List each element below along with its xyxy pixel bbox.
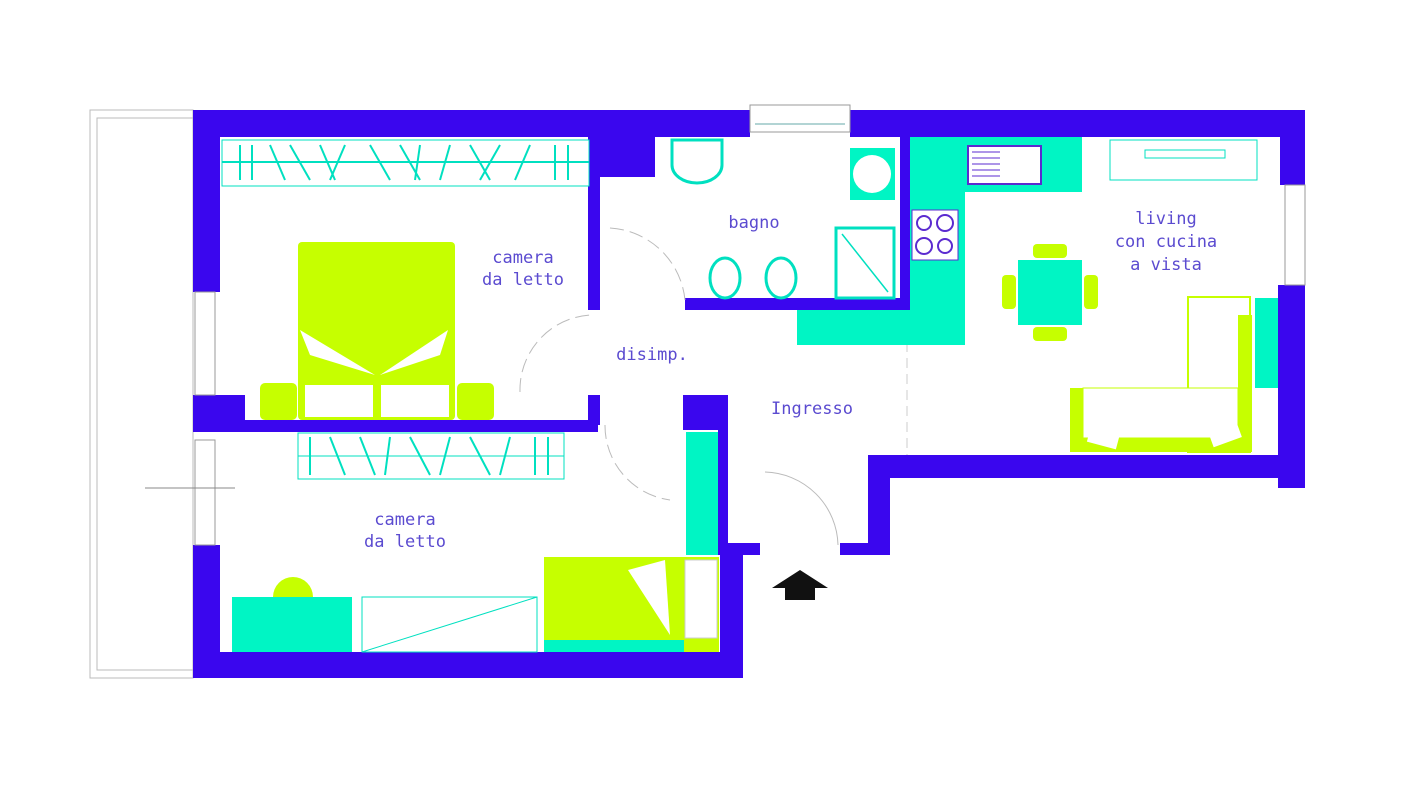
wall-right-upper xyxy=(1280,110,1305,185)
wall-bedroom1-right-upper xyxy=(588,137,600,310)
entrance-arrow-icon xyxy=(772,570,828,600)
door-bath xyxy=(609,227,686,301)
wall-bedroom2-right xyxy=(720,545,743,678)
bedroom1-furniture xyxy=(221,139,590,420)
bedroom2-furniture xyxy=(232,432,719,653)
tv-unit xyxy=(1109,139,1258,181)
wardrobe-hangers xyxy=(222,144,589,181)
door-entrance xyxy=(764,471,839,546)
wall-bath-bottom xyxy=(685,298,910,310)
balcony xyxy=(89,109,194,679)
wall-entrance-right xyxy=(868,455,890,555)
sink-icon xyxy=(670,138,724,185)
wall-top-left xyxy=(193,110,750,137)
label-bathroom: bagno xyxy=(728,213,779,233)
window-bedroom1 xyxy=(194,291,216,396)
corner-sofa xyxy=(1070,296,1252,453)
bath-cabinet xyxy=(797,310,910,345)
wall-bath-corner xyxy=(600,137,655,177)
tv-icon xyxy=(1144,149,1226,159)
closet-strip xyxy=(686,432,718,555)
door-bedroom2 xyxy=(604,424,671,501)
window-living xyxy=(1284,184,1306,286)
wall-bottom xyxy=(193,652,743,678)
wall-left-upper xyxy=(193,110,220,292)
door-bedroom1 xyxy=(519,314,591,393)
bed-footboard-right xyxy=(381,385,449,417)
window-bath xyxy=(749,104,851,133)
windows xyxy=(194,104,1306,546)
wall-entrance-left-jamb xyxy=(728,543,760,555)
bathroom-fixtures xyxy=(670,138,896,300)
pillow xyxy=(628,560,670,635)
label-hallway: disimp. xyxy=(616,345,688,365)
desk xyxy=(232,597,352,652)
wall-living-bottom xyxy=(868,455,1305,478)
wall-bath-right xyxy=(900,137,910,310)
wall-bedroom-divider-long xyxy=(193,420,598,432)
wall-right-lower xyxy=(1278,285,1305,488)
cabinet-right xyxy=(1255,298,1278,388)
shower-icon xyxy=(834,226,896,300)
bed-footboard-left xyxy=(305,385,373,417)
nightstand-left xyxy=(260,383,297,420)
kitchen-living-furniture xyxy=(797,137,1278,453)
wall-top-right xyxy=(850,110,1305,137)
toilet-icon xyxy=(764,256,798,300)
walls xyxy=(193,110,1305,678)
wall-closet-block xyxy=(683,395,723,430)
wall-entrance-left xyxy=(718,395,728,555)
pillow-left xyxy=(300,330,375,375)
label-entrance: Ingresso xyxy=(771,399,853,419)
window-bedroom2 xyxy=(194,439,216,546)
dining-chairs xyxy=(1002,244,1098,341)
wall-bedroom1-right-lower xyxy=(588,395,600,425)
double-bed xyxy=(298,242,455,420)
doors xyxy=(519,227,839,546)
dining-table xyxy=(1018,260,1082,325)
pillow-right xyxy=(380,330,448,375)
nightstand-right xyxy=(457,383,494,420)
chair xyxy=(273,577,313,597)
bidet-icon xyxy=(708,256,742,300)
